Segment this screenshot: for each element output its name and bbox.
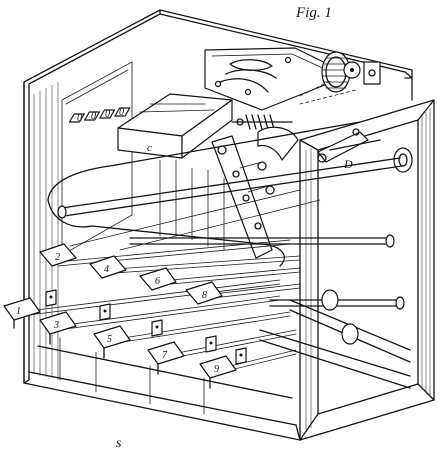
figure-caption: Fig. 1 <box>295 5 332 21</box>
top-mechanism-plate <box>204 47 351 111</box>
svg-text:0: 0 <box>105 109 110 120</box>
counter-box: 0 0 0 0 c <box>68 93 233 159</box>
reference-letter-s: s <box>116 436 122 451</box>
front-keys: 1 3 5 7 9 <box>3 297 237 389</box>
counter-digits: 0 0 0 0 <box>77 107 124 124</box>
key-6: 6 <box>139 267 177 291</box>
svg-text:5: 5 <box>107 334 112 345</box>
svg-text:3: 3 <box>53 320 59 331</box>
counter-windows <box>68 107 131 123</box>
key-8: 8 <box>185 281 223 305</box>
key-7: 7 <box>147 341 185 375</box>
key-3: 3 <box>39 311 77 345</box>
svg-text:9: 9 <box>214 364 219 375</box>
rear-keys: 2 4 6 8 <box>39 243 223 305</box>
reference-letter-c: c <box>147 142 152 154</box>
svg-text:0: 0 <box>77 113 82 124</box>
svg-text:6: 6 <box>155 276 160 287</box>
svg-text:0: 0 <box>119 107 124 118</box>
key-2: 2 <box>39 243 77 267</box>
key-9: 9 <box>199 355 237 389</box>
reference-letter-d: D <box>343 157 353 171</box>
key-stops <box>45 289 247 415</box>
svg-text:4: 4 <box>104 264 109 275</box>
svg-text:0: 0 <box>91 111 96 122</box>
svg-text:7: 7 <box>162 350 168 361</box>
key-1: 1 <box>3 297 41 329</box>
spring-worm <box>231 114 299 161</box>
svg-text:1: 1 <box>16 306 21 317</box>
gear-drum <box>299 51 381 105</box>
key-5: 5 <box>93 325 131 359</box>
svg-text:8: 8 <box>202 290 207 301</box>
shafts <box>47 121 411 389</box>
key-4: 4 <box>89 255 127 279</box>
cabinet-frame <box>23 9 435 441</box>
svg-text:2: 2 <box>55 252 60 263</box>
